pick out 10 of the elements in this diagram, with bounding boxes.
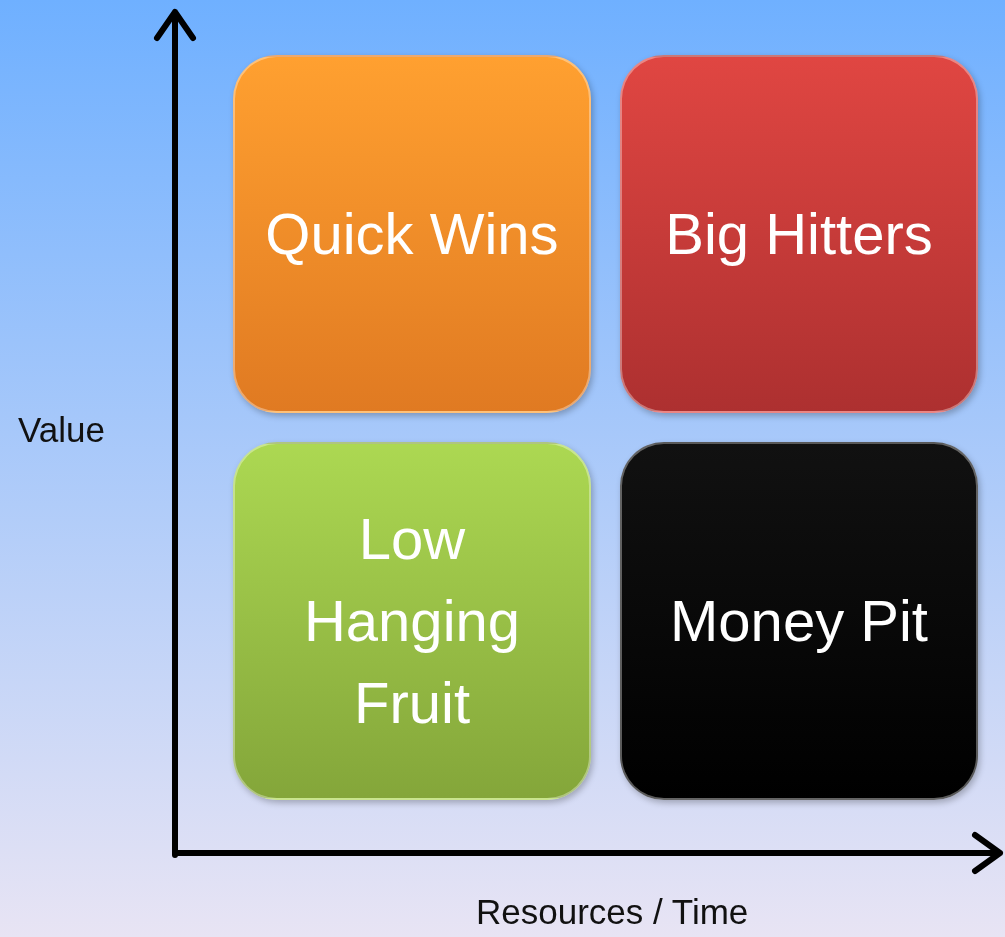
quadrant-box [620, 55, 978, 413]
quadrant-label: Big Hitters [664, 200, 934, 268]
quadrant-box [233, 442, 591, 800]
quadrant-box [233, 55, 591, 413]
axis-label: Resources / Time [476, 892, 749, 932]
axis-label: Value [18, 410, 105, 450]
quadrant-label: Quick Wins [264, 200, 560, 268]
quadrant-label: Low Hanging Fruit [302, 505, 522, 737]
quadrant-label: Money Pit [669, 587, 929, 655]
quadrant-box [620, 442, 978, 800]
